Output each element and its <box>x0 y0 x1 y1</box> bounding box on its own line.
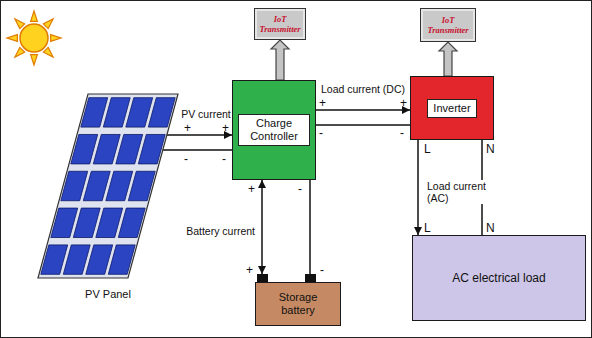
node-text: IoT Transmitter <box>424 15 472 35</box>
pv-cell <box>148 98 175 127</box>
pv-cell <box>81 98 108 127</box>
pv-cell <box>41 245 68 274</box>
arrow-head <box>258 266 266 274</box>
current-wire <box>414 140 422 235</box>
arrow-head <box>258 180 266 188</box>
node-text: IoT Transmitter <box>258 14 302 34</box>
terminal-sign: + <box>400 97 407 109</box>
panel-frame <box>38 94 178 278</box>
charge-controller-box: Charge Controller <box>232 80 316 180</box>
pv-cell <box>106 171 133 200</box>
node-text: Charge Controller <box>238 114 310 146</box>
terminal-sign: + <box>319 97 326 109</box>
terminal-sign: - <box>319 127 323 139</box>
terminal-sign: - <box>320 264 324 276</box>
pv-panel-drawing <box>36 92 180 282</box>
inverter-box: Inverter <box>410 76 494 140</box>
current-wire <box>258 180 266 274</box>
arrow-head <box>414 227 422 235</box>
terminal-sign: N <box>486 143 495 155</box>
current-label: Load current (DC) <box>320 83 406 95</box>
sun-ray <box>31 55 38 65</box>
sun-ray <box>43 47 53 57</box>
pv-cell <box>116 134 143 163</box>
pv-cell <box>86 245 113 274</box>
sun-ray <box>15 19 25 29</box>
terminal-sign: + <box>222 122 229 134</box>
pv-cell <box>63 245 90 274</box>
terminal-sign: + <box>246 264 253 276</box>
node-text: Inverter <box>427 99 476 118</box>
terminal-sign: N <box>486 222 495 234</box>
ac-load-box: AC electrical load <box>412 235 586 321</box>
pv-cell <box>51 208 78 237</box>
terminal-sign: + <box>248 183 255 195</box>
terminal-sign: - <box>184 153 188 165</box>
pv-cell <box>61 171 88 200</box>
pv-cell <box>118 208 145 237</box>
iot-transmitter-box: IoT Transmitter <box>254 8 306 40</box>
terminal-sign: L <box>424 222 431 234</box>
terminal-sign: - <box>222 153 226 165</box>
current-wire <box>316 106 410 114</box>
terminal-sign: - <box>298 183 302 195</box>
sun-ray <box>15 47 25 57</box>
pv-cell <box>71 134 98 163</box>
terminal-sign: L <box>424 143 431 155</box>
sun-icon <box>7 11 61 65</box>
node-text: Storage battery <box>263 291 333 317</box>
node-text: PV Panel <box>85 288 131 302</box>
pv-cell <box>138 134 165 163</box>
terminal-sign: - <box>400 127 404 139</box>
pv-cell <box>73 208 100 237</box>
current-label: Battery current <box>185 225 256 237</box>
iot-transmitter-box: IoT Transmitter <box>420 8 476 42</box>
sun-ray <box>43 19 53 29</box>
terminal-sign: + <box>184 122 191 134</box>
pv-cell <box>93 134 120 163</box>
pv-cell <box>126 98 153 127</box>
node-text: AC electrical load <box>452 271 545 285</box>
pv-cell <box>103 98 130 127</box>
pv-cell <box>108 245 135 274</box>
current-label: PV current <box>180 108 232 120</box>
pv-cell <box>96 208 123 237</box>
sun-ray <box>51 35 61 42</box>
pv-panel: PV Panel <box>36 92 180 302</box>
data-uplink-arrow <box>439 42 457 76</box>
sun-ray <box>7 35 17 42</box>
battery-box: Storage battery <box>255 282 341 326</box>
current-label: Load current (AC) <box>426 180 494 204</box>
sun-ray <box>31 11 38 21</box>
data-uplink-arrow <box>271 40 289 80</box>
pv-cell <box>128 171 155 200</box>
pv-cell <box>83 171 110 200</box>
